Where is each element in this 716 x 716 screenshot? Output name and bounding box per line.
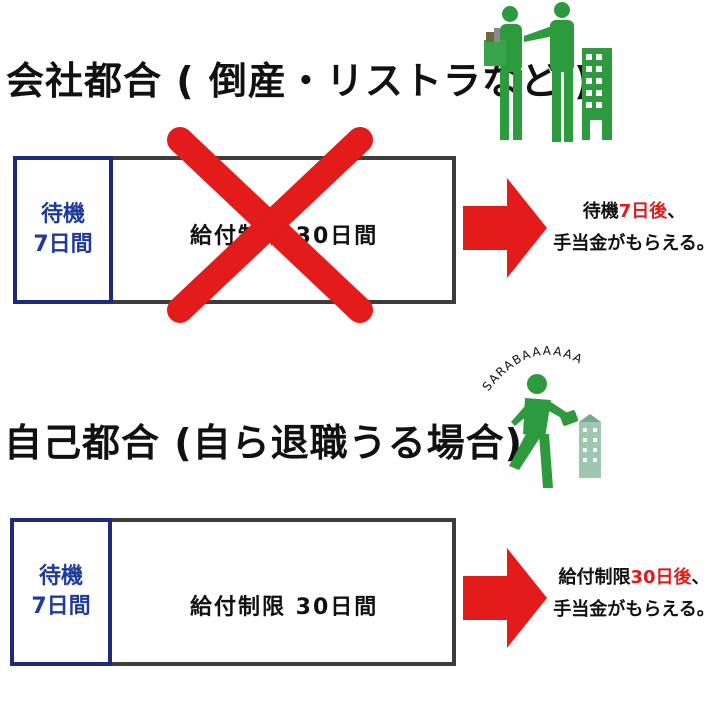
result-line-2: 手当金がもらえる。 xyxy=(553,232,715,254)
result-line-1: 給付制限30日後、 xyxy=(558,567,710,588)
result-line-1: 待機7日後、 xyxy=(582,201,686,222)
boss-pointing-icon xyxy=(524,2,574,142)
resignation-illustration xyxy=(509,374,601,488)
office-building-icon xyxy=(582,48,612,140)
running-person-icon xyxy=(509,374,579,488)
waiting-period-box-2: 待機 7日間 xyxy=(10,518,112,666)
arrow-right-icon xyxy=(463,178,547,278)
result-text-1: 待機7日後、 手当金がもらえる。 xyxy=(552,196,716,259)
waiting-label: 待機 xyxy=(38,564,83,590)
small-building-icon xyxy=(579,414,601,478)
layoff-illustration xyxy=(484,2,612,142)
cross-mark-icon xyxy=(167,127,373,323)
waiting-days: 7日間 xyxy=(31,594,91,619)
waiting-days: 7日間 xyxy=(33,232,93,257)
benefit-restriction-label-2: 給付制限 30日間 xyxy=(190,595,379,620)
section1-heading: 会社都合 ( 倒産・リストラなど ) xyxy=(6,59,593,103)
section2-heading: 自己都合 (自ら退職うる場合) xyxy=(4,421,523,465)
result-text-2: 給付制限30日後、 手当金がもらえる。 xyxy=(552,562,716,625)
result-line-2: 手当金がもらえる。 xyxy=(553,598,715,620)
waiting-label: 待機 xyxy=(40,202,85,228)
waiting-period-box-1: 待機 7日間 xyxy=(13,156,113,304)
arrow-right-icon xyxy=(463,548,547,648)
person-carrying-box-icon xyxy=(484,6,522,140)
